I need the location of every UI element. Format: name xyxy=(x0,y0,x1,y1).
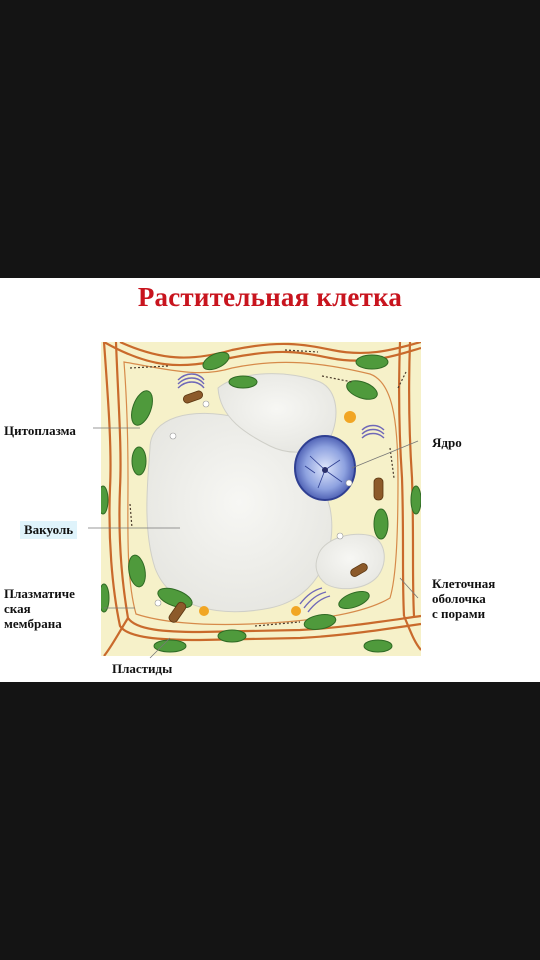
label-plasma-membrane-line-1: Плазматиче xyxy=(4,586,75,601)
label-nucleus: Ядро xyxy=(432,435,462,450)
label-cell-wall-line-3: с порами xyxy=(432,606,486,621)
vacuole-small xyxy=(315,533,385,590)
golgi xyxy=(177,373,385,613)
label-cytoplasm: Цитоплазма xyxy=(4,423,76,438)
plant-cell-illustration xyxy=(88,342,421,659)
nucleus xyxy=(294,435,356,501)
chloroplasts xyxy=(101,351,421,653)
label-plasma-membrane: Плазматиче ская мембрана xyxy=(4,586,75,631)
label-plasma-membrane-line-2: ская xyxy=(4,601,31,616)
diagram-title: Растительная клетка xyxy=(137,282,403,312)
label-cell-wall-line-1: Клеточная xyxy=(432,576,496,591)
plasma-membrane xyxy=(123,361,399,626)
diagram-panel: Растительная клетка xyxy=(0,278,540,682)
label-plastids: Пластиды xyxy=(112,661,173,676)
label-vacuole: Вакуоль xyxy=(20,521,78,539)
mitochondria xyxy=(168,390,384,623)
label-cell-wall-line-2: оболочка xyxy=(432,591,486,606)
endoplasmic-reticulum xyxy=(129,349,407,627)
droplets xyxy=(154,400,356,616)
label-plasma-membrane-line-3: мембрана xyxy=(4,616,62,631)
label-cell-wall: Клеточная оболочка с порами xyxy=(432,576,495,621)
leader-lines xyxy=(88,427,419,659)
cell-wall xyxy=(102,342,421,656)
